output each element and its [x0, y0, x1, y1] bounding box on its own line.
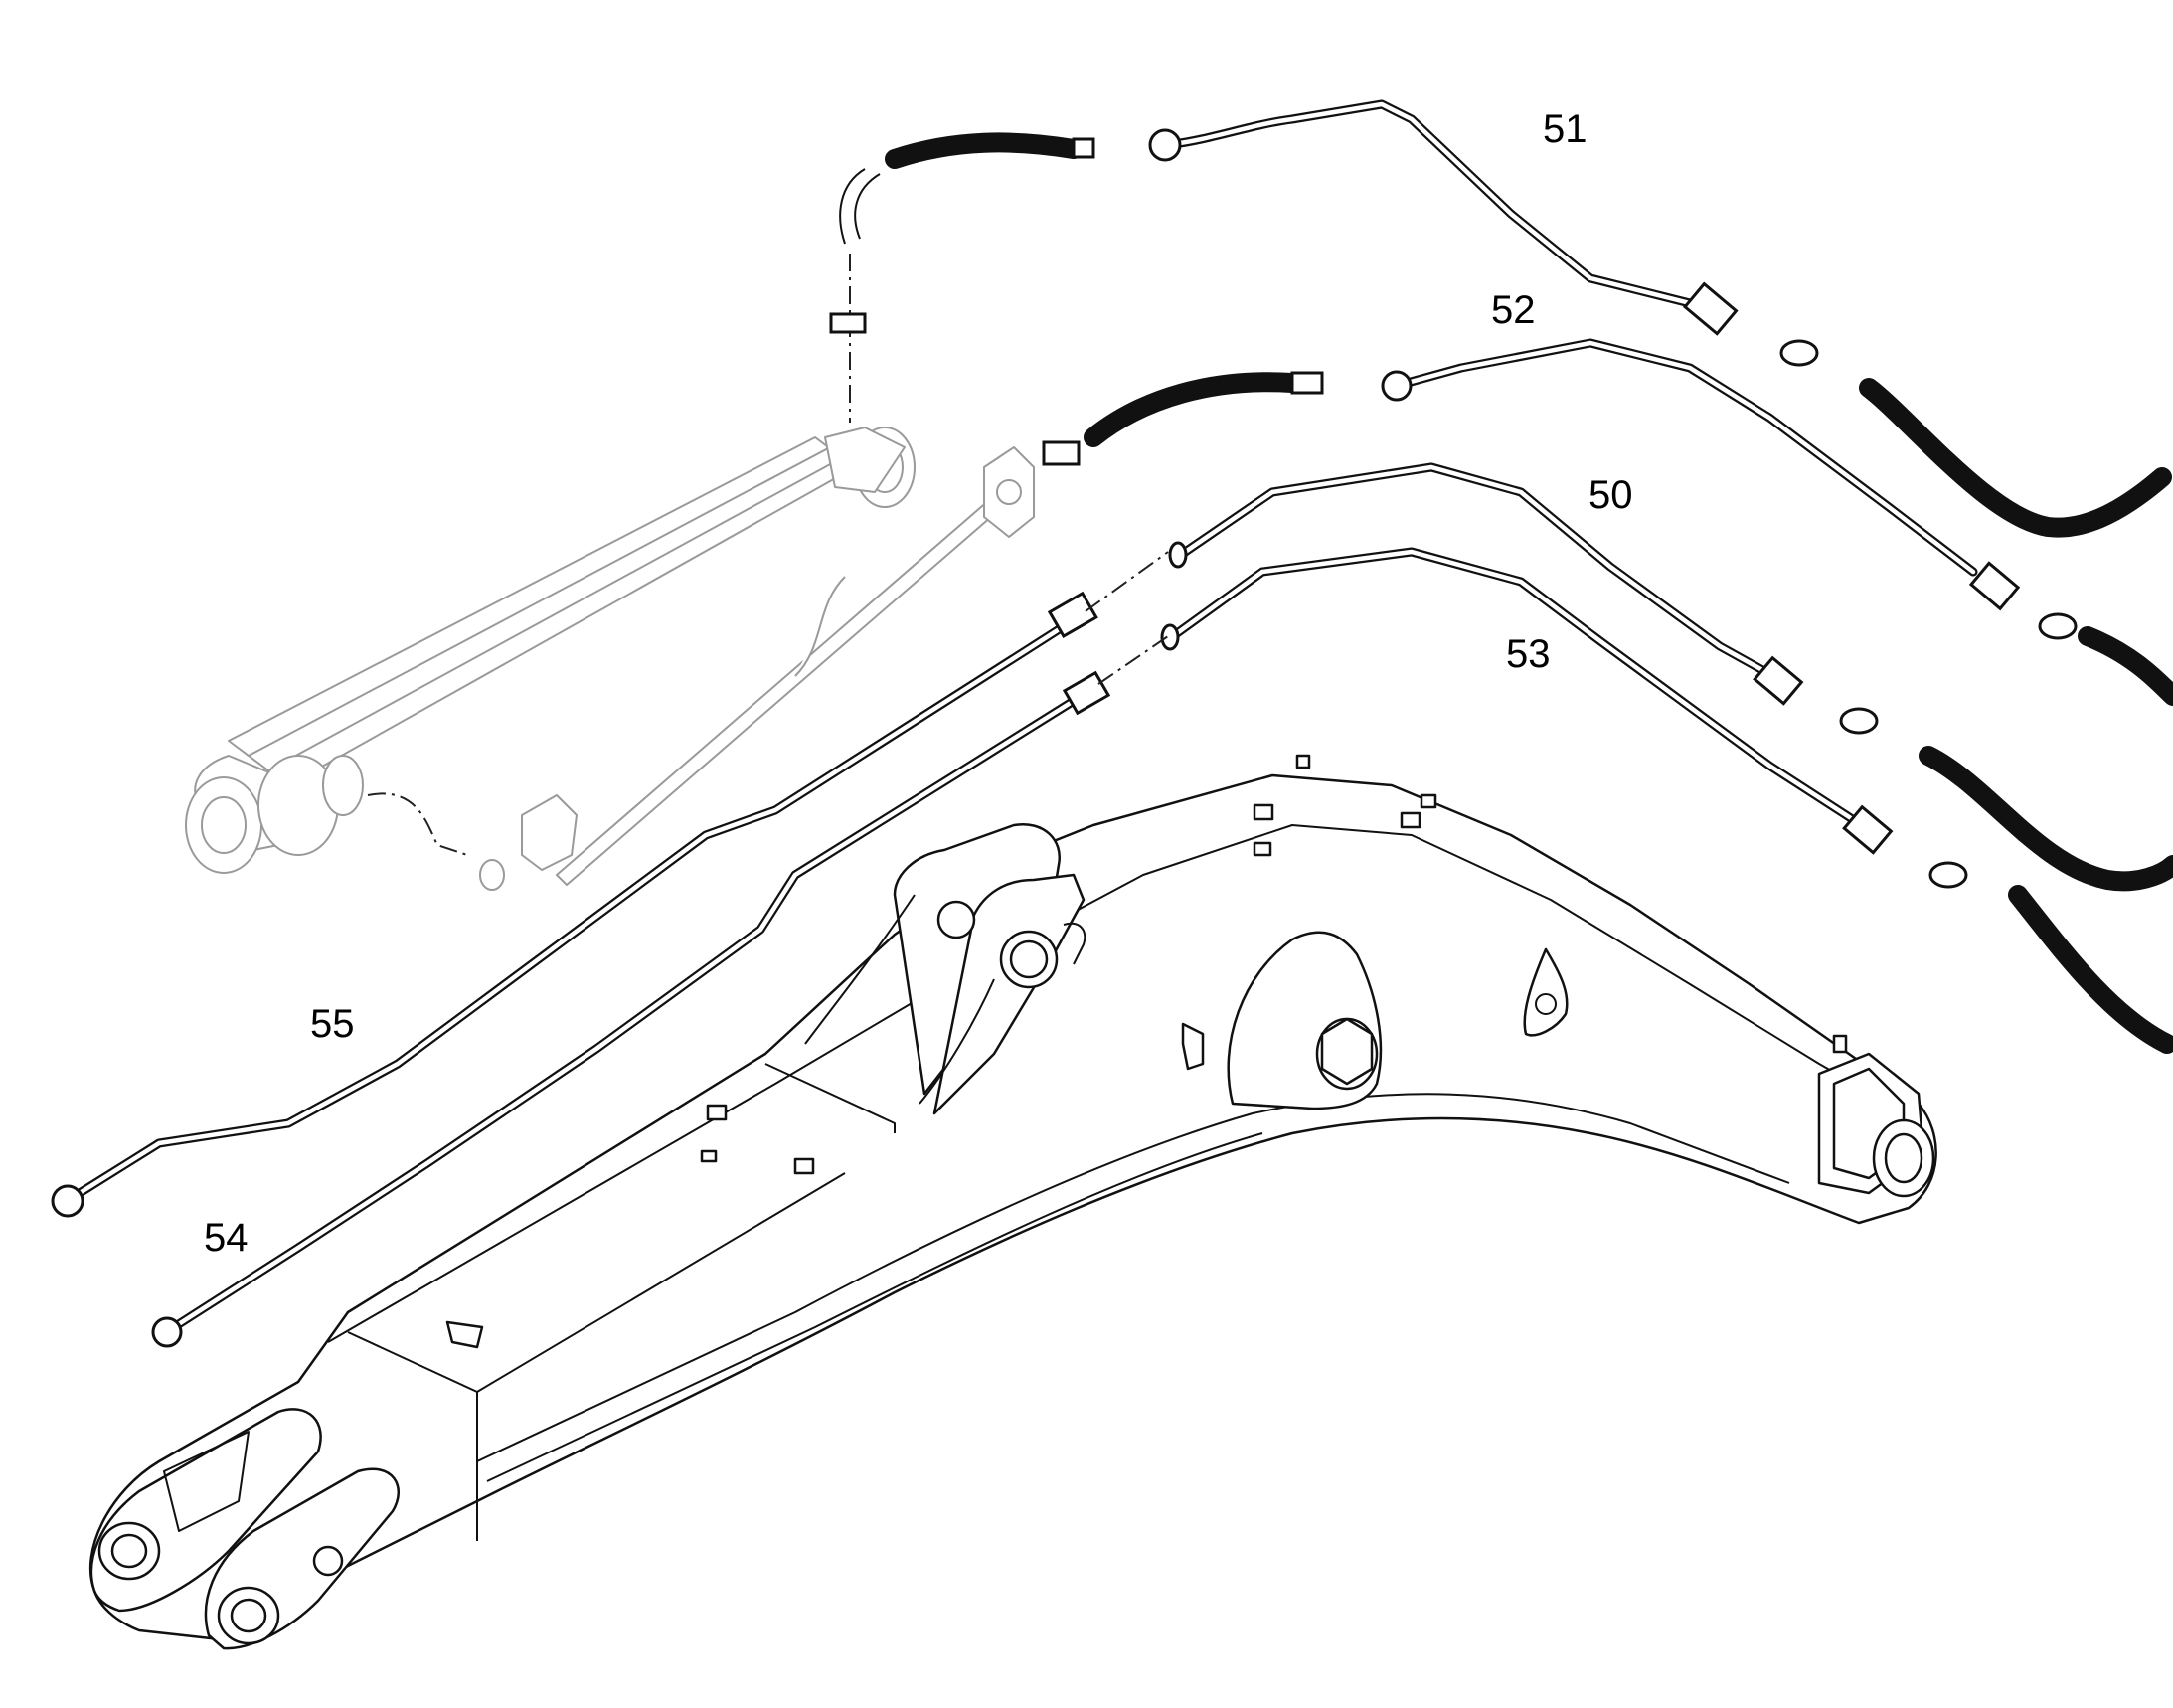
- part-label-54: 54: [204, 1216, 249, 1260]
- part-label-55: 55: [310, 1002, 355, 1046]
- boom-cylinder: [185, 427, 1035, 891]
- pipe-51: [1148, 99, 1739, 336]
- hoses: [829, 132, 2173, 1054]
- part-label-51: 51: [1543, 107, 1588, 151]
- pipe-50: [1168, 462, 1804, 706]
- pipe-52: [1381, 338, 2021, 611]
- part-label-52: 52: [1491, 288, 1536, 332]
- boom-structure: [88, 754, 1937, 1650]
- pipe-54: [151, 635, 1169, 1348]
- part-label-53: 53: [1506, 632, 1551, 676]
- pipe-53: [1160, 547, 1894, 855]
- part-label-50: 50: [1588, 473, 1633, 517]
- pipe-55: [51, 551, 1169, 1218]
